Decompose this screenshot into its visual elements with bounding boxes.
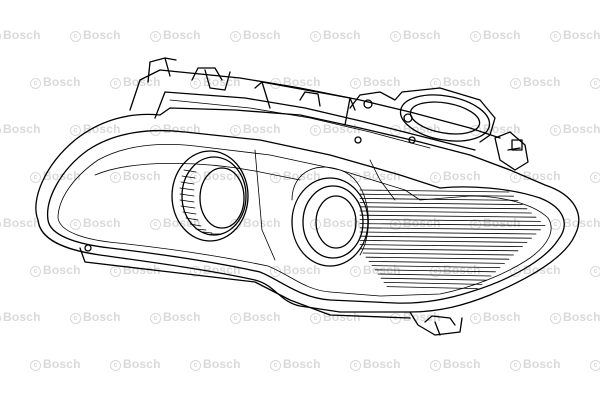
- reflector-rib: [383, 281, 483, 285]
- reflector-rib: [359, 235, 532, 239]
- reflector-rib: [368, 260, 505, 264]
- reflector-rib: [359, 210, 532, 214]
- reflector-rib: [359, 227, 541, 231]
- reflector-rib: [359, 244, 523, 248]
- cap-screw-1: [363, 99, 373, 109]
- cap-screw-3: [408, 136, 416, 144]
- reflector-rib: [359, 223, 546, 227]
- headlamp-lens-rim: [46, 129, 565, 304]
- mounting-rail-lower: [154, 91, 476, 151]
- mounting-rail-inner: [169, 99, 431, 149]
- connector-pin: [511, 139, 523, 151]
- reflector-rib: [377, 273, 492, 277]
- headlamp-outer-housing: [35, 107, 580, 313]
- reflector-rib: [359, 206, 528, 210]
- cap-screw-4: [354, 136, 362, 144]
- left-projector-outer: [171, 150, 249, 242]
- reflector-rib: [359, 214, 537, 218]
- reflector-rib: [359, 218, 541, 222]
- reflector-rib: [380, 277, 487, 281]
- cap-screw-2: [403, 113, 413, 123]
- right-projector-lens: [315, 195, 357, 249]
- reflector-rib: [359, 197, 519, 201]
- reflector-rib: [371, 265, 501, 269]
- mounting-tab-1: [191, 67, 223, 81]
- left-projector-ring: [181, 156, 247, 236]
- access-cap-outer: [399, 94, 491, 142]
- lower-right-tab: [424, 315, 456, 326]
- reflector-ribs: [359, 189, 546, 290]
- left-projector-lens: [199, 167, 245, 229]
- inner-housing-line-3: [369, 159, 396, 201]
- headlamp-inner-bezel: [57, 143, 552, 297]
- mounting-tab-3: [299, 91, 321, 107]
- right-projector-bezel: [291, 166, 369, 256]
- reflector-rib: [359, 193, 514, 197]
- right-connector: [494, 131, 529, 171]
- reflector-rib: [359, 239, 528, 243]
- housing-mount-hole: [84, 244, 92, 252]
- access-cap-frame: [349, 87, 496, 143]
- right-projector-outer: [291, 177, 369, 267]
- mounting-tab-2: [204, 69, 231, 91]
- reflector-rib: [374, 269, 496, 273]
- reflector-rib: [362, 252, 514, 256]
- lower-right-mount: [409, 311, 463, 336]
- left-mounting-bracket: [147, 57, 177, 83]
- right-projector-ring: [302, 185, 364, 259]
- reflector-rib: [365, 256, 510, 260]
- access-cap-inner: [409, 101, 481, 135]
- reflector-rib: [359, 202, 523, 206]
- inner-housing-line-1: [94, 162, 301, 181]
- left-projector-ribs: [179, 169, 221, 235]
- reflector-rib: [359, 231, 537, 235]
- headlamp-lower-lip: [79, 247, 411, 319]
- reflector-rib: [386, 286, 478, 290]
- reflector-rib: [359, 248, 519, 252]
- reflector-rib: [359, 189, 510, 193]
- mounting-rail-top: [129, 69, 501, 139]
- inner-housing-line-2: [254, 149, 276, 261]
